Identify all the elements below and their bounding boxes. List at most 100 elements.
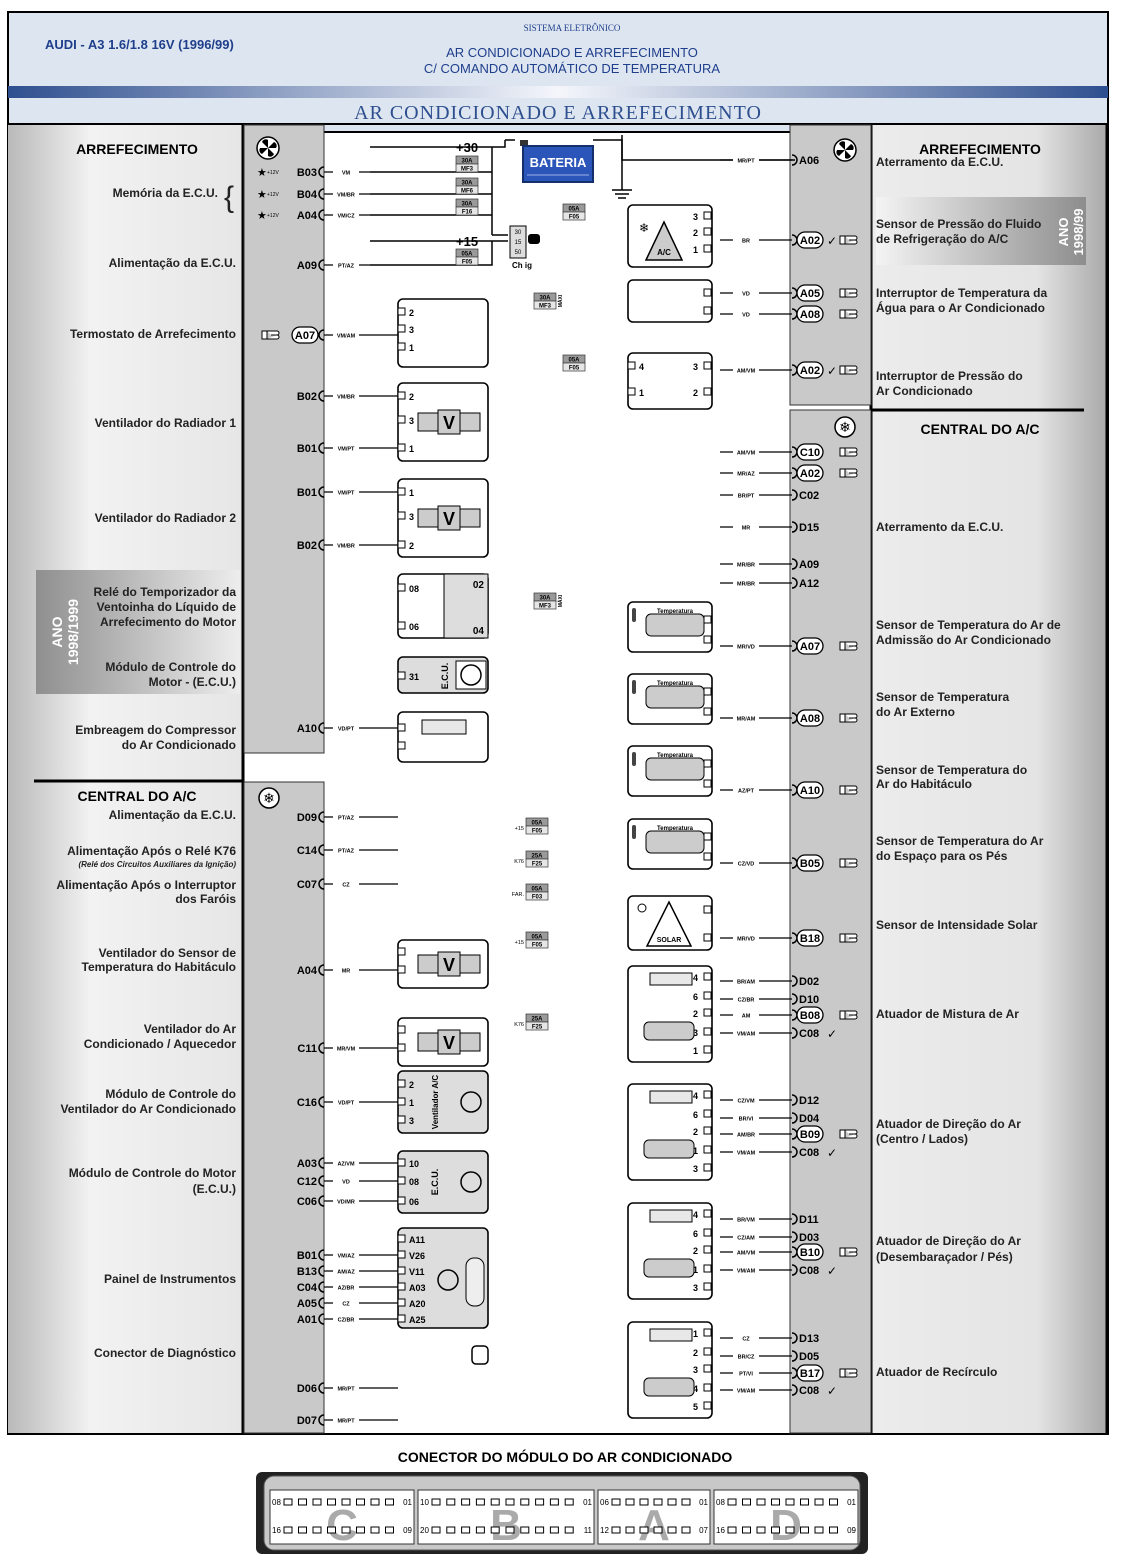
right-pin-a07: MR/VD A07 [720,637,858,655]
svg-text:A11: A11 [409,1235,425,1245]
pointing-hand-icon [839,365,858,375]
svg-text:F03: F03 [532,895,543,901]
svg-text:B02: B02 [297,391,317,403]
svg-text:F05: F05 [462,260,473,266]
svg-text:5: 5 [693,1402,698,1412]
svg-text:❄: ❄ [839,419,851,435]
svg-text:VM/AM: VM/AM [737,1269,756,1275]
svg-text:C11: C11 [297,1043,317,1055]
label-radiator-fan-2: Ventilador do Radiador 2 [95,511,237,525]
connector-pin [535,1526,545,1534]
svg-text:3: 3 [409,325,414,335]
svg-text:VD: VD [742,292,750,298]
check-icon: ✓ [827,1027,837,1041]
svg-text:3: 3 [693,1028,698,1038]
svg-text:12: 12 [600,1526,609,1535]
connector-pin [431,1498,441,1506]
svg-text:Painel de Instrumentos: Painel de Instrumentos [104,1272,236,1286]
svg-text:D05: D05 [799,1351,819,1363]
connector-pin [549,1526,559,1534]
svg-text:A01: A01 [297,1314,317,1326]
connector-pin [771,1526,780,1534]
title-line-1: AR CONDICIONADO E ARREFECIMENTO [446,45,698,60]
vehicle-model: AUDI - A3 1.6/1.8 16V (1996/99) [45,37,234,52]
svg-text:Condicionado / Aquecedor: Condicionado / Aquecedor [84,1037,237,1051]
power-bus [370,135,795,266]
svg-text:1: 1 [409,343,414,353]
svg-text:CZ/AM: CZ/AM [737,1236,755,1242]
svg-text:de Refrigeração do A/C: de Refrigeração do A/C [876,232,1009,246]
svg-text:B05: B05 [800,858,820,870]
svg-text:Ventilador A/C: Ventilador A/C [431,1075,440,1130]
pointing-hand-icon [839,468,858,478]
svg-text:C12: C12 [297,1176,317,1188]
svg-text:30A: 30A [539,596,551,602]
svg-text:B09: B09 [800,1129,820,1141]
connector-pin [667,1498,677,1506]
svg-text:A07: A07 [800,641,820,653]
svg-text:CZ/VD: CZ/VD [738,862,755,868]
svg-text:A05: A05 [297,1298,317,1310]
svg-text:1: 1 [693,1146,698,1156]
thermometer-icon [632,608,636,622]
svg-text:2: 2 [693,388,698,398]
pointing-hand-icon [839,1129,858,1139]
svg-text:Alimentação Após o Interruptor: Alimentação Após o Interruptor [56,878,236,892]
gauge-icon [465,1257,485,1307]
label-ecu-memory: Memória da E.C.U. [113,186,218,200]
connector-pin [356,1526,365,1534]
svg-text:MR/VD: MR/VD [737,645,755,651]
svg-text:08: 08 [409,1177,419,1187]
svg-text:Sensor de Temperatura do Ar: Sensor de Temperatura do Ar [876,834,1044,848]
svg-text:A02: A02 [800,365,820,377]
svg-text:A25: A25 [409,1315,426,1325]
fan-icon [833,138,857,162]
svg-text:VM/BR: VM/BR [337,544,355,550]
svg-text:C07: C07 [297,879,317,891]
svg-text:D13: D13 [799,1333,819,1345]
svg-text:VM/PT: VM/PT [338,447,355,453]
pointing-hand-icon [839,1368,858,1378]
pointing-hand-icon [839,447,858,457]
header: AUDI - A3 1.6/1.8 16V (1996/99) SISTEMA … [7,11,1109,133]
svg-text:1998/99: 1998/99 [1071,209,1086,256]
right-pin-a06: MR/PT A06 [720,154,819,167]
connector-pin [625,1526,635,1534]
svg-text:C14: C14 [297,845,318,857]
ground-icon [612,189,632,199]
svg-text:PT/AZ: PT/AZ [338,849,355,855]
right-ac-title: CENTRAL DO A/C [921,421,1040,437]
label-timer-relay-1: Relé do Temporizador da [94,585,237,599]
svg-text:C04: C04 [297,1282,318,1294]
plus30-label: +30 [456,140,478,155]
year-badge-left: ANO 1998/1999 [36,570,240,694]
svg-text:MR/PT: MR/PT [737,159,755,165]
connector-pin [341,1498,351,1506]
svg-text:AZ/PT: AZ/PT [738,789,755,795]
svg-text:A06: A06 [799,155,819,167]
svg-text:30A: 30A [461,181,473,187]
plus15-label: +15 [456,234,478,249]
svg-text:Atuador de Direção do Ar: Atuador de Direção do Ar [876,1117,1021,1131]
svg-text:VD: VD [342,1180,350,1186]
svg-text:C: C [326,1501,358,1550]
check-icon: ✓ [827,1264,837,1278]
connector-title: CONECTOR DO MÓDULO DO AR CONDICIONADO [398,1448,733,1465]
svg-text:Atuador de Recírculo: Atuador de Recírculo [876,1365,997,1379]
svg-text:6: 6 [693,1110,698,1120]
svg-text:6: 6 [693,1229,698,1239]
